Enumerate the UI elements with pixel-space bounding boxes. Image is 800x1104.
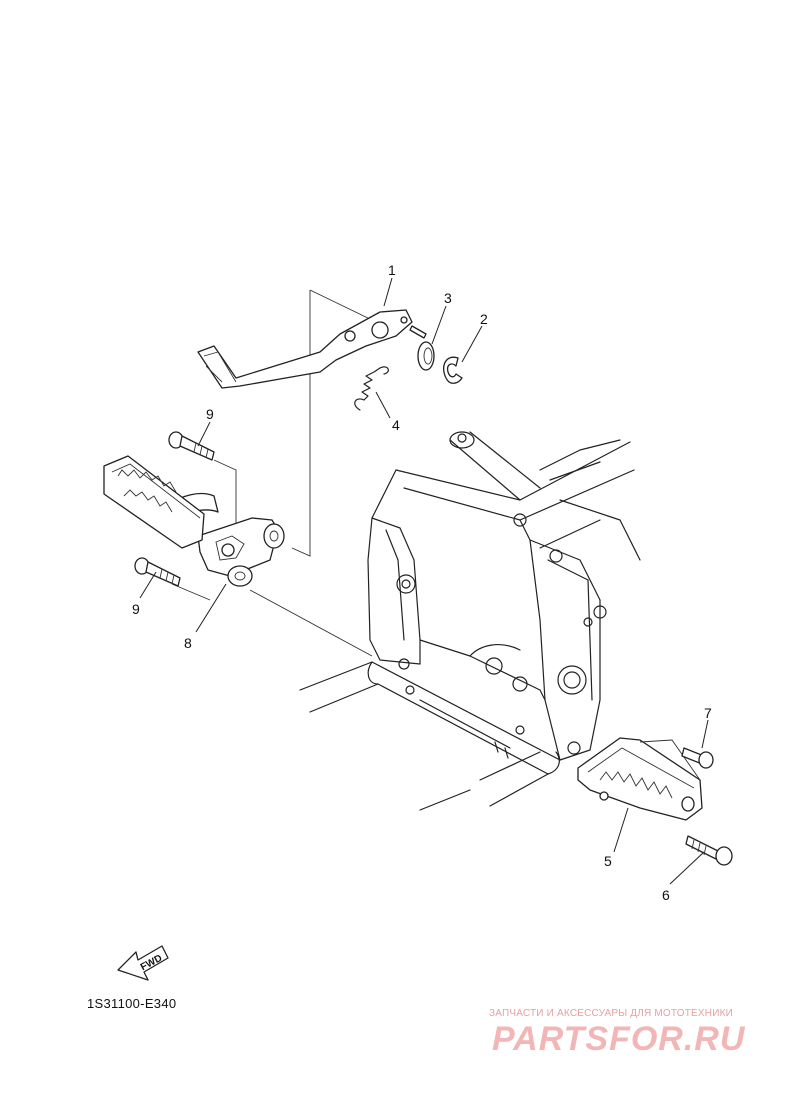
forward-arrow-icon: FWD: [117, 945, 169, 981]
left-footpeg: [103, 455, 205, 549]
watermark-tagline: ЗАПЧАСТИ И АКСЕССУАРЫ ДЛЯ МОТОТЕХНИКИ: [489, 1008, 734, 1019]
callout-4: 4: [392, 417, 400, 433]
washer: [417, 341, 435, 371]
watermark-logo: PARTSFOR.RU: [492, 1020, 746, 1058]
leader-lines: [139, 277, 709, 885]
diagram-code: 1S31100-E340: [87, 996, 177, 1011]
right-footpeg: [577, 737, 703, 821]
callout-9-upper: 9: [206, 406, 214, 422]
callout-9-lower: 9: [132, 601, 140, 617]
callout-7: 7: [704, 705, 712, 721]
fwd-label: FWD: [139, 953, 164, 973]
bolt-upper-left: [168, 431, 215, 461]
callout-8: 8: [184, 635, 192, 651]
bolt-right-upper: [681, 747, 714, 769]
assembly-reference-lines: [171, 289, 373, 657]
brake-pedal: [197, 309, 427, 389]
motorcycle-frame: [299, 431, 641, 811]
callout-2: 2: [480, 311, 488, 327]
callout-1: 1: [388, 262, 396, 278]
bolt-lower-left: [134, 557, 181, 587]
bolt-right-lower: [685, 835, 733, 866]
callout-3: 3: [444, 290, 452, 306]
return-spring: [354, 366, 389, 411]
callout-6: 6: [662, 887, 670, 903]
callout-5: 5: [604, 853, 612, 869]
circlip: [443, 356, 463, 384]
